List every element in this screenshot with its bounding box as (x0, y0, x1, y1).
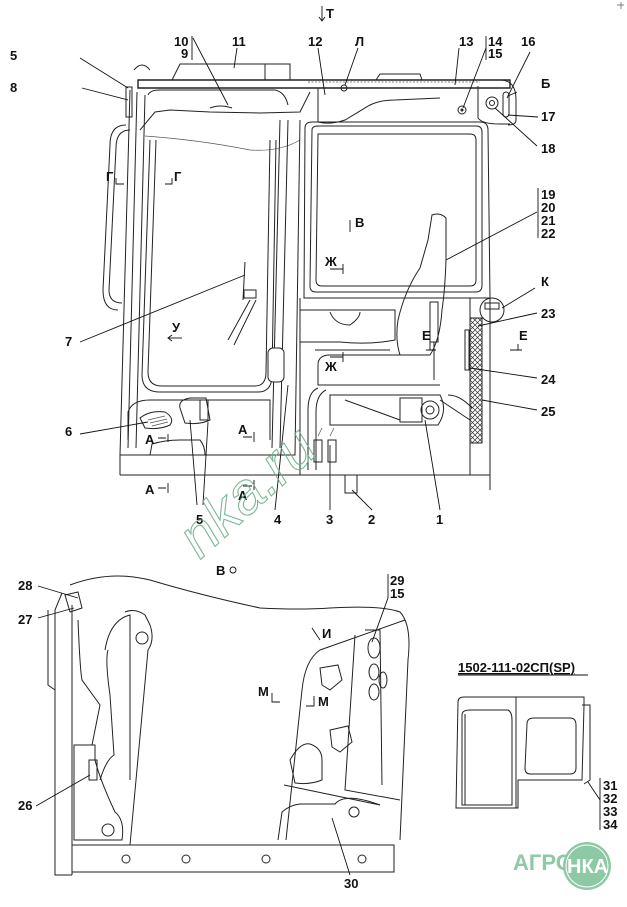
callout-22: 22 (541, 226, 555, 241)
callout-11: 11 (232, 34, 246, 49)
view-marker-k: К (541, 274, 549, 289)
view-marker-a-2: А (238, 422, 248, 437)
view-marker-m-left: М (258, 684, 269, 699)
detail-k-circle (479, 297, 505, 323)
callout-30: 30 (344, 876, 358, 891)
view-marker-zh-top: Ж (324, 254, 337, 269)
headliner (147, 89, 289, 106)
callout-34: 34 (603, 817, 618, 832)
callout-13: 13 (459, 34, 473, 49)
callout-20: 20 (541, 200, 555, 215)
roof-hatch (171, 63, 291, 81)
callout-32: 32 (603, 791, 617, 806)
callouts-main: 5 8 10 9 11 12 Л 13 14 15 16 Б 17 18 19 … (10, 34, 556, 527)
callout-1: 1 (436, 512, 443, 527)
callout-10: 10 (174, 34, 188, 49)
detail-cab-outline (69, 575, 410, 841)
base-rail (71, 844, 395, 873)
callout-4: 4 (274, 512, 282, 527)
callout-19: 19 (541, 187, 555, 202)
callout-24: 24 (541, 372, 556, 387)
variant-code-label: 1502-111-02СП(SP) (458, 660, 575, 675)
callout-18: 18 (541, 141, 555, 156)
callout-23: 23 (541, 306, 555, 321)
view-marker-a-1: А (145, 432, 155, 447)
view-marker-v-mid: В (355, 215, 364, 230)
main-cab-view (102, 63, 517, 494)
logo-text-left: АГРО (513, 850, 573, 875)
leader-lines-main (79, 37, 539, 511)
callout-14: 14 (488, 34, 503, 49)
variant-cab-outline (455, 696, 585, 809)
side-console (285, 619, 406, 841)
callout-5-bottom: 5 (196, 512, 203, 527)
detail-view-v: В (18, 563, 410, 891)
callout-25: 25 (541, 404, 555, 419)
view-marker-v-detail: В (216, 563, 225, 578)
view-marker-b: Б (541, 76, 550, 91)
callout-9: 9 (181, 46, 188, 61)
callout-3: 3 (326, 512, 333, 527)
agro-nka-logo: АГРО НКА (513, 842, 611, 890)
callout-28: 28 (18, 578, 32, 593)
view-marker-i: И (322, 626, 331, 641)
callout-21: 21 (541, 213, 555, 228)
door-window (141, 139, 277, 393)
callout-16: 16 (521, 34, 535, 49)
callout-27: 27 (18, 612, 32, 627)
view-marker-t: Т (326, 6, 334, 21)
logo-text-right: НКА (567, 856, 608, 878)
callout-7: 7 (65, 334, 72, 349)
variant-view: 1502-111-02СП(SP) 31 32 33 34 (455, 660, 618, 832)
callout-8: 8 (10, 80, 17, 95)
door-frame (119, 89, 301, 456)
registration-mark (617, 2, 624, 9)
callout-33: 33 (603, 804, 617, 819)
insulation-panel (469, 317, 483, 444)
callout-31: 31 (603, 778, 617, 793)
rear-window (303, 121, 491, 299)
logo-circle (563, 842, 611, 890)
wiper (242, 261, 246, 301)
callout-26: 26 (18, 798, 32, 813)
door-lock (139, 411, 173, 430)
view-marker-l: Л (355, 34, 364, 49)
view-marker-g-right: Г (174, 169, 182, 184)
heater-unit (329, 394, 444, 426)
view-marker-e-right: Е (519, 328, 528, 343)
view-marker-m-right: М (318, 694, 329, 709)
callout-2: 2 (368, 512, 375, 527)
cab-roof (137, 79, 511, 89)
callout-12: 12 (308, 34, 322, 49)
view-markers-main: Т Г Г В Ж Ж У Е Е А А А А (106, 6, 528, 503)
callout-29: 29 (390, 573, 404, 588)
view-marker-a-4: А (238, 488, 248, 503)
view-marker-a-3: А (145, 482, 155, 497)
callout-17: 17 (541, 109, 555, 124)
callout-15-detail: 15 (390, 586, 404, 601)
view-marker-g-left: Г (106, 169, 114, 184)
callout-15-top: 15 (488, 46, 502, 61)
callout-6: 6 (65, 424, 72, 439)
view-marker-e-left: Е (422, 328, 431, 343)
view-marker-zh-bottom: Ж (324, 359, 337, 374)
left-handrail (102, 124, 127, 311)
callout-5-top: 5 (10, 48, 17, 63)
view-marker-u: У (172, 320, 181, 335)
